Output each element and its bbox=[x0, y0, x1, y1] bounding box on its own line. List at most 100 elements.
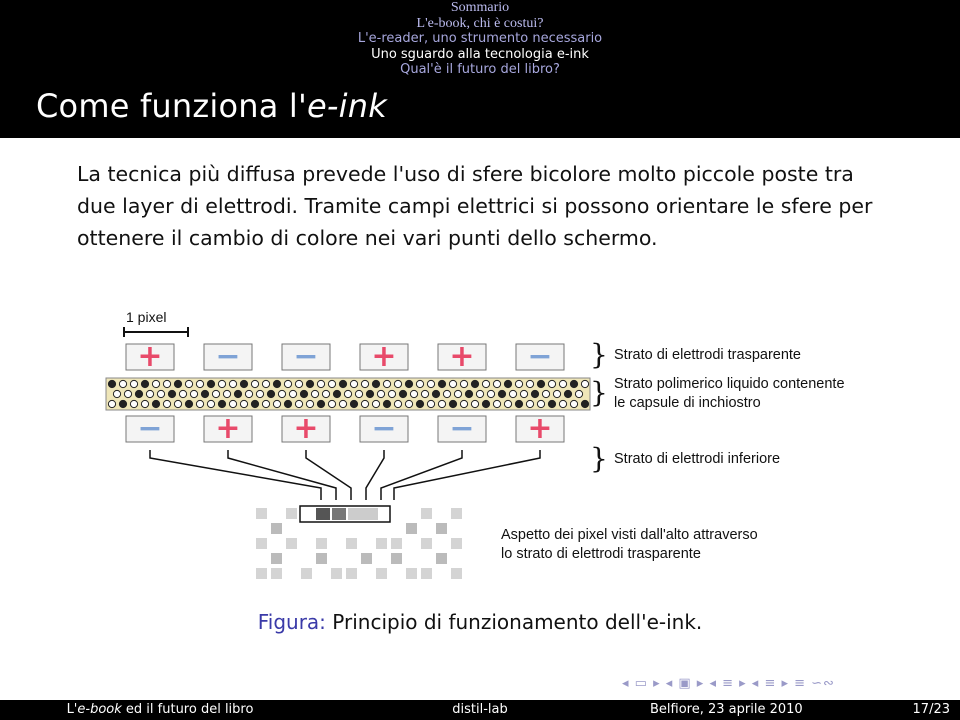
ink-capsule bbox=[305, 379, 315, 389]
ink-capsule bbox=[129, 379, 139, 389]
ink-capsule bbox=[371, 379, 381, 389]
pixel-square bbox=[346, 568, 357, 579]
ink-capsule bbox=[547, 399, 557, 409]
ink-capsule bbox=[261, 399, 271, 409]
electrode-leads bbox=[149, 450, 541, 500]
minus-sign: − bbox=[449, 411, 474, 446]
ink-capsule bbox=[365, 389, 375, 399]
ink-capsule bbox=[134, 389, 144, 399]
ink-capsule bbox=[404, 399, 414, 409]
ink-capsule bbox=[431, 389, 441, 399]
ink-capsule bbox=[420, 389, 430, 399]
ink-capsule bbox=[327, 399, 337, 409]
footer-title: L'e-book ed il futuro del libro bbox=[0, 700, 320, 720]
nav-subsection-ereader[interactable]: L'e-reader, uno strumento necessario bbox=[357, 31, 603, 46]
ink-capsule bbox=[233, 389, 243, 399]
electrode-lead bbox=[227, 450, 337, 500]
pixel-square bbox=[271, 568, 282, 579]
ink-capsule bbox=[294, 399, 304, 409]
nav-subsection-futuro[interactable]: Qual'è il futuro del libro? bbox=[400, 62, 560, 77]
eink-diagram: +−−++− −++−−+ } } } 1 pixel Strato di el… bbox=[100, 300, 880, 600]
nav-subsection-eink[interactable]: Uno sguardo alla tecnologia e-ink bbox=[371, 46, 589, 62]
body-paragraph: La tecnica più diffusa prevede l'uso di … bbox=[77, 162, 873, 250]
ink-capsule bbox=[272, 379, 282, 389]
ink-capsule bbox=[261, 379, 271, 389]
label-bottom-layer: Strato di elettrodi inferiore bbox=[614, 451, 781, 467]
ink-capsule bbox=[387, 389, 397, 399]
label-top-layer: Strato di elettrodi trasparente bbox=[614, 347, 801, 363]
ink-capsule bbox=[343, 389, 353, 399]
electrode-cell bbox=[203, 343, 253, 371]
ink-capsule bbox=[112, 389, 122, 399]
pixel-square bbox=[451, 568, 462, 579]
ink-capsule bbox=[217, 379, 227, 389]
pixel-square bbox=[421, 568, 432, 579]
pixel-square bbox=[406, 523, 417, 534]
ink-capsule bbox=[459, 399, 469, 409]
plus-sign: + bbox=[449, 339, 474, 374]
ink-capsule bbox=[448, 379, 458, 389]
ink-capsule bbox=[118, 399, 128, 409]
eink-diagram-svg: +−−++− −++−−+ } } } bbox=[105, 327, 608, 579]
footline: L'e-book ed il futuro del libro distil-l… bbox=[0, 700, 960, 720]
pixel-square bbox=[301, 568, 312, 579]
ink-capsule bbox=[404, 379, 414, 389]
plus-sign: + bbox=[137, 339, 162, 374]
ink-capsule bbox=[118, 379, 128, 389]
ink-capsule bbox=[283, 399, 293, 409]
electrode-lead bbox=[149, 450, 322, 500]
pixel-square bbox=[436, 553, 447, 564]
ink-capsule bbox=[239, 379, 249, 389]
ink-capsules bbox=[107, 379, 590, 409]
ink-capsule bbox=[536, 379, 546, 389]
ink-capsule bbox=[552, 389, 562, 399]
ink-capsule bbox=[184, 399, 194, 409]
ink-capsule bbox=[151, 399, 161, 409]
ink-capsule bbox=[415, 399, 425, 409]
plus-sign: + bbox=[293, 411, 318, 446]
ink-capsule bbox=[580, 379, 590, 389]
electrode-cell bbox=[125, 343, 175, 371]
electrode-cell bbox=[203, 415, 253, 443]
pixel-square bbox=[256, 508, 267, 519]
footer-institute: distil-lab bbox=[320, 700, 640, 720]
ink-capsule bbox=[426, 379, 436, 389]
ink-capsule bbox=[129, 399, 139, 409]
ink-capsule bbox=[178, 389, 188, 399]
ink-capsule bbox=[255, 389, 265, 399]
ink-capsule bbox=[437, 399, 447, 409]
nav-section-sommario[interactable]: Sommario bbox=[450, 0, 510, 15]
label-pixels-1: Aspetto dei pixel visti dall'alto attrav… bbox=[501, 527, 758, 543]
caption-text: Principio di funzionamento dell'e-ink. bbox=[332, 610, 703, 634]
nav-subsection-ebook[interactable]: L'e-book, chi è costui? bbox=[416, 15, 544, 31]
ink-capsule bbox=[382, 379, 392, 389]
ink-capsule bbox=[519, 389, 529, 399]
ink-capsule bbox=[349, 379, 359, 389]
ink-capsule bbox=[173, 399, 183, 409]
ink-capsule bbox=[277, 389, 287, 399]
pixel-square bbox=[421, 538, 432, 549]
electrode-cell bbox=[281, 415, 331, 443]
ink-capsule bbox=[580, 399, 590, 409]
figure-caption: Figura: Principio di funzionamento dell'… bbox=[0, 610, 960, 634]
minus-sign: − bbox=[293, 339, 318, 374]
ink-capsule bbox=[206, 379, 216, 389]
ink-capsule bbox=[492, 379, 502, 389]
minus-sign: − bbox=[371, 411, 396, 446]
pixel-grid bbox=[256, 505, 462, 579]
pixel-square bbox=[451, 508, 462, 519]
ink-capsule bbox=[294, 379, 304, 389]
ink-capsule bbox=[360, 399, 370, 409]
ink-capsule bbox=[503, 399, 513, 409]
ink-capsule bbox=[332, 389, 342, 399]
electrode-lead bbox=[365, 450, 385, 500]
ink-capsule bbox=[283, 379, 293, 389]
ink-capsule bbox=[514, 379, 524, 389]
ink-capsule bbox=[530, 389, 540, 399]
electrode-cell bbox=[515, 415, 565, 443]
ink-capsule bbox=[250, 399, 260, 409]
ink-capsule bbox=[288, 389, 298, 399]
pixel-square bbox=[421, 508, 432, 519]
beamer-nav-symbols[interactable]: ◂ ▭ ▸ ◂ ▣ ▸ ◂ ≡ ▸ ◂ ≡ ▸ ≡ ∽∾ bbox=[622, 676, 835, 691]
pixel-strip-dark bbox=[332, 508, 346, 520]
